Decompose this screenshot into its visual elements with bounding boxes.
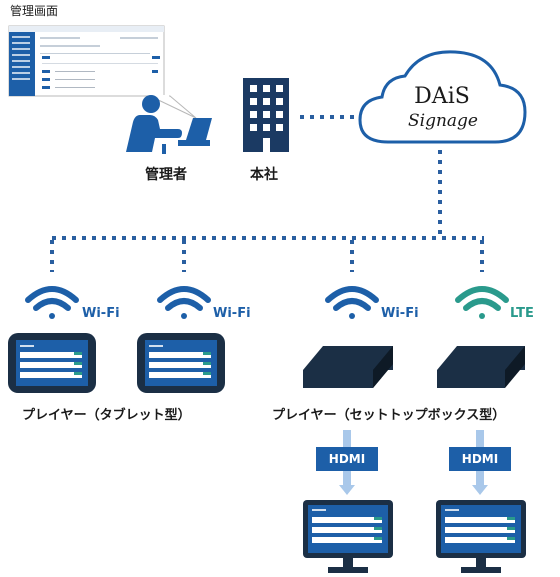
lte-signal-icon <box>455 286 509 319</box>
cloud-brand-dais: DAiS <box>414 84 470 109</box>
monitor-display-2 <box>436 500 526 573</box>
headquarters-label: 本社 <box>250 167 278 183</box>
monitor-display-1 <box>303 500 393 573</box>
hdmi-label-2: HDMI <box>449 447 511 471</box>
tablet-player-label: プレイヤー（タブレット型） <box>22 408 191 423</box>
connection-label-3: Wi-Fi <box>381 306 419 321</box>
drop-dotted-lines <box>50 240 484 272</box>
connection-label-1: Wi-Fi <box>82 306 120 321</box>
admin-label: 管理者 <box>145 167 187 183</box>
wifi-icon <box>157 286 211 319</box>
connection-label-2: Wi-Fi <box>213 306 251 321</box>
management-screen-thumbnail <box>8 25 197 119</box>
hdmi-label-1: HDMI <box>316 447 378 471</box>
settop-box-2 <box>437 346 525 388</box>
settop-player-label: プレイヤー（セットトップボックス型） <box>272 408 506 423</box>
headquarters-building-icon <box>243 78 289 152</box>
management-screen-caption: 管理画面 <box>10 4 59 18</box>
tablet-player-2 <box>137 333 225 393</box>
cloud-brand-signage: Signage <box>408 111 478 131</box>
admin-person-icon <box>126 95 212 154</box>
settop-box-1 <box>303 346 393 388</box>
connection-label-4: LTE <box>510 306 534 321</box>
wifi-icon <box>325 286 379 319</box>
tablet-player-1 <box>8 333 96 393</box>
cloud-icon <box>358 50 527 144</box>
wifi-icon <box>25 286 79 319</box>
